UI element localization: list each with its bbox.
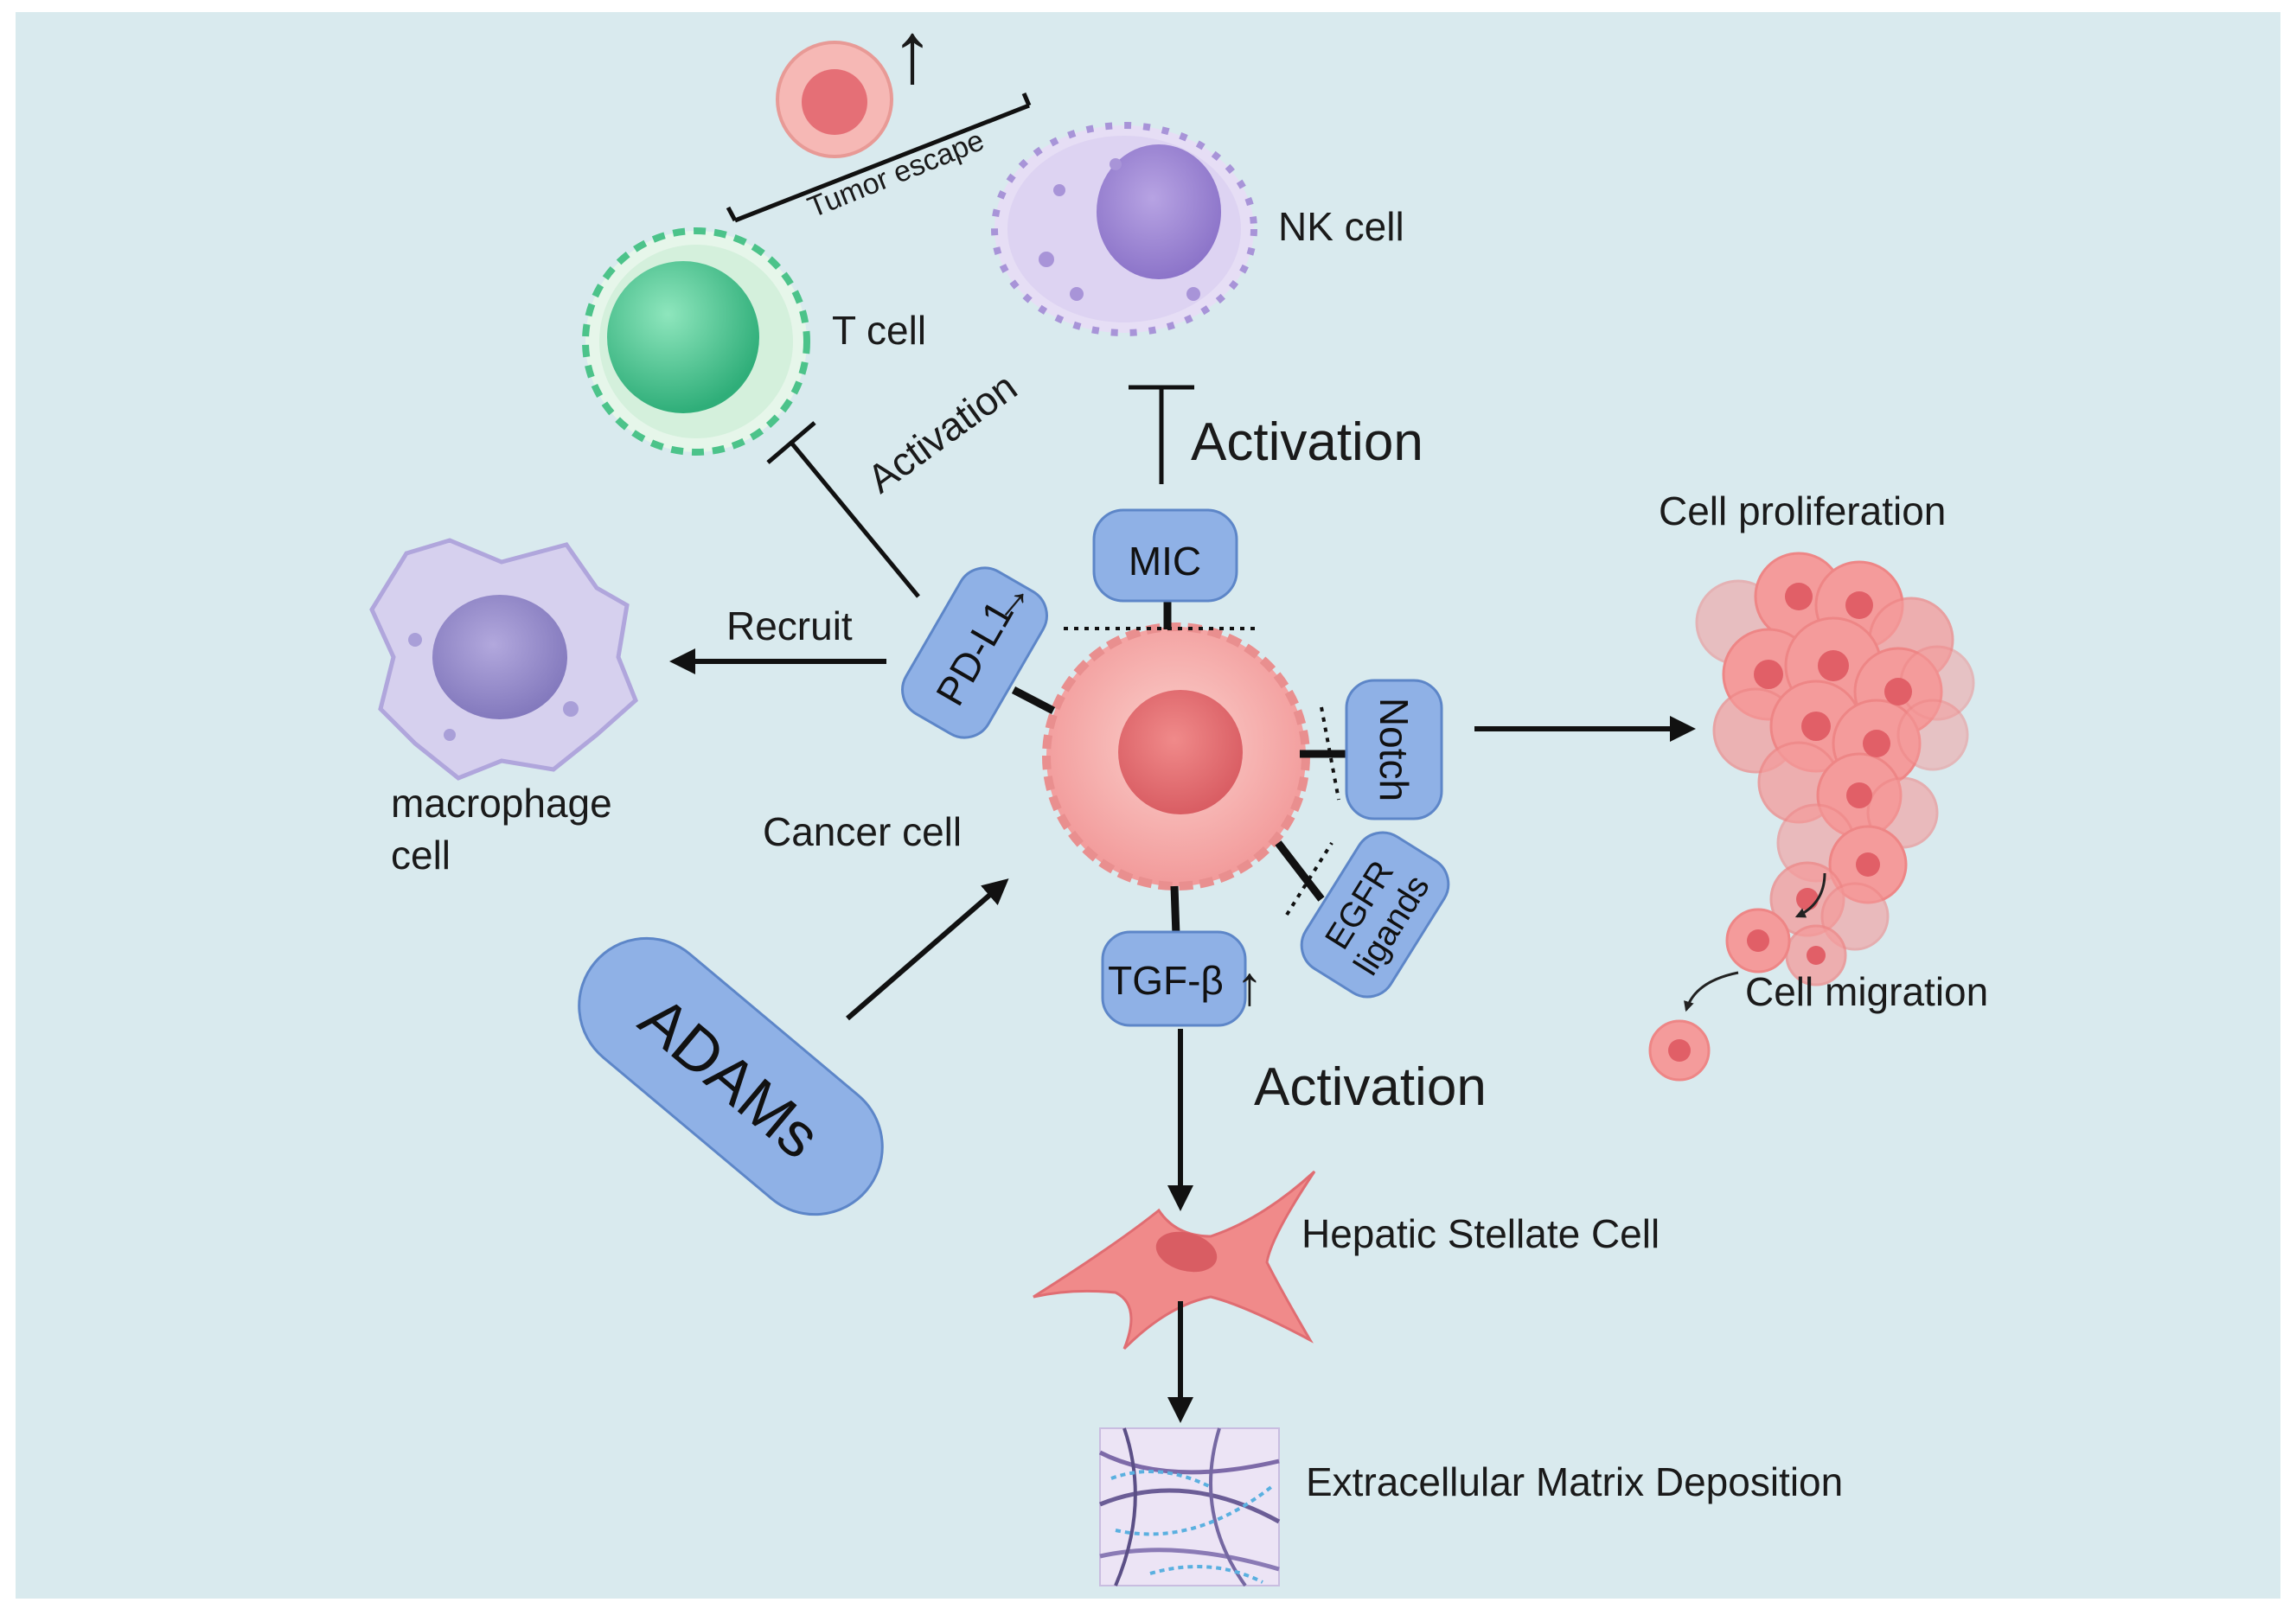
cell-proliferation-label: Cell proliferation	[1659, 488, 1946, 533]
t-cell-inhibition-line	[790, 441, 920, 598]
macrophage-label-line1: macrophage	[391, 781, 612, 826]
tumor-cell-small-icon	[776, 41, 893, 158]
cluster-nuclei	[1754, 583, 1912, 965]
macrophage-label-line2: cell	[391, 833, 451, 878]
hepatic-stellate-cell-icon	[1033, 1170, 1316, 1350]
migration-arrow-2	[1684, 971, 1739, 1012]
mic-label: MIC	[1129, 539, 1201, 584]
egfr-membrane-dotted-line	[1285, 841, 1333, 916]
ecm-label: Extracellular Matrix Deposition	[1306, 1459, 1843, 1504]
mic-receptor: MIC	[1092, 508, 1238, 603]
pdl1-receptor: PD-L1	[901, 566, 1048, 739]
macrophage-icon	[369, 538, 638, 781]
ecm-icon	[1098, 1427, 1281, 1587]
cancer-cell-icon	[1042, 622, 1310, 890]
cell-migration-label: Cell migration	[1745, 969, 1988, 1014]
tgf-beta-receptor: TGF-β	[1101, 930, 1247, 1027]
t-cell-icon	[582, 227, 810, 456]
migration-arrow-1	[1794, 872, 1826, 918]
t-cell-label: T cell	[832, 308, 926, 353]
recruit-label: Recruit	[726, 603, 853, 648]
nk-cell-icon	[991, 122, 1257, 336]
tgf-beta-label: TGF-β	[1108, 958, 1224, 1003]
activation-tgf-label: Activation	[1254, 1057, 1487, 1117]
notch-label: Notch	[1372, 698, 1417, 801]
tumor-escape-bracket	[734, 103, 1030, 223]
cancer-cell-label: Cancer cell	[763, 809, 962, 854]
migrating-cell-2-icon	[1648, 1019, 1711, 1082]
adams-to-cancer-arrow	[846, 878, 1009, 1021]
nk-cell-label: NK cell	[1278, 204, 1404, 249]
adams-box: ADAMs	[578, 936, 884, 1216]
activation-nk-label: Activation	[1191, 412, 1423, 472]
tumor-escape-up-arrow: ↑	[891, 4, 934, 101]
tgf-beta-up-arrow: ↑	[1236, 954, 1263, 1017]
hepatic-stellate-label: Hepatic Stellate Cell	[1301, 1211, 1660, 1256]
migrating-cell-1-icon	[1725, 908, 1791, 973]
notch-receptor: Notch	[1345, 679, 1443, 820]
